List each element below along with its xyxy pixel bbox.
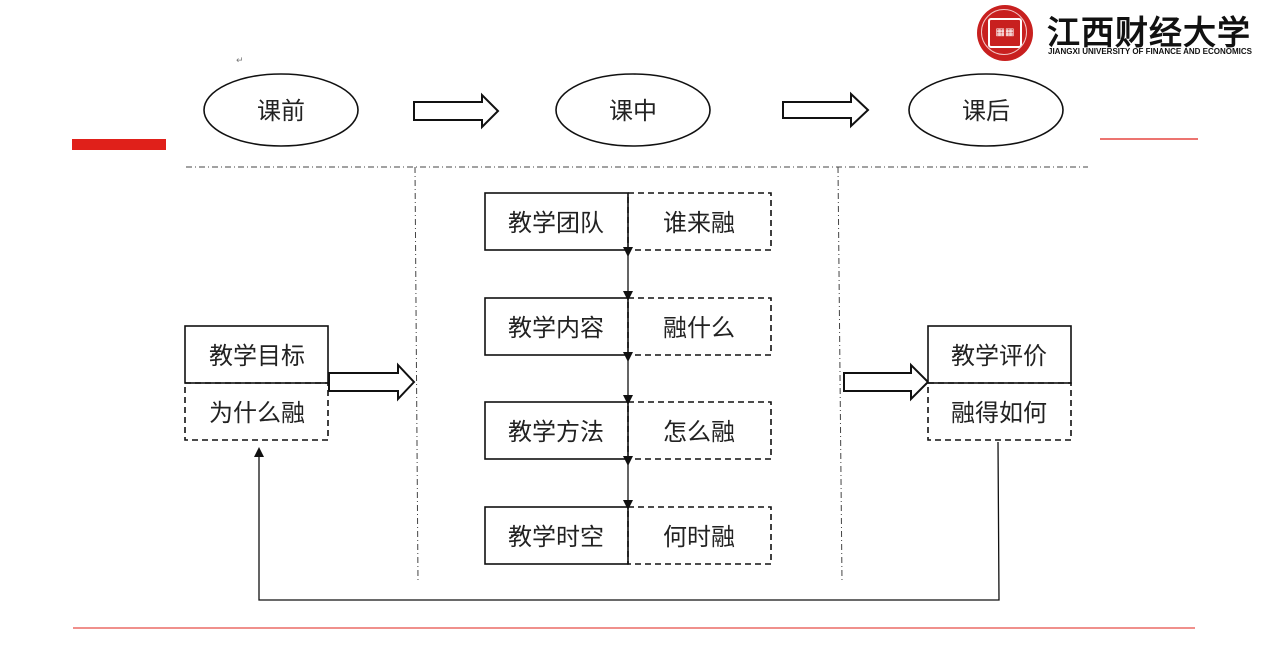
method-label: 教学方法 [508, 418, 604, 446]
university-seal-icon: ▦▦ [977, 5, 1033, 61]
university-name-cn: 江西财经大学 [1047, 13, 1251, 52]
method-question: 怎么融 [663, 418, 735, 446]
feedback-loop-line [254, 441, 1000, 601]
seal-ring [981, 9, 1027, 55]
teaching-evaluation-question: 融得如何 [951, 399, 1047, 427]
teaching-evaluation-title: 教学评价 [951, 342, 1047, 370]
arrow-middle-to-evaluation [843, 362, 930, 402]
return-mark-icon: ↵ [236, 56, 244, 66]
university-name-en: JIANGXI UNIVERSITY OF FINANCE AND ECONOM… [1048, 47, 1253, 56]
time-label: 教学时空 [508, 523, 604, 551]
time-question: 何时融 [663, 523, 735, 551]
middle-row-time: 教学时空 何时融 [484, 506, 772, 565]
arrow-during-to-after [782, 91, 870, 129]
stage-after-label: 课后 [962, 97, 1010, 125]
stage-after: 课后 [908, 73, 1064, 147]
teaching-goal-question: 为什么融 [209, 399, 305, 427]
teaching-goal-title: 教学目标 [209, 342, 305, 370]
team-question: 谁来融 [663, 209, 735, 237]
stage-before-label: 课前 [257, 97, 305, 125]
content-label: 教学内容 [508, 314, 604, 342]
teaching-goal-block: 教学目标 为什么融 [184, 325, 329, 441]
stage-during-label: 课中 [609, 97, 657, 125]
arrow-before-to-during [413, 92, 500, 130]
dashdot-frame [186, 166, 1088, 583]
red-accent-bar [72, 139, 166, 150]
arrow-goal-to-middle [328, 362, 416, 402]
middle-row-method: 教学方法 怎么融 [484, 401, 772, 460]
team-label: 教学团队 [508, 209, 604, 237]
stage-during: 课中 [555, 73, 711, 147]
middle-row-team: 教学团队 谁来融 [484, 192, 772, 251]
content-question: 融什么 [663, 314, 735, 342]
stage-before: 课前 [203, 73, 359, 147]
middle-row-content: 教学内容 融什么 [484, 297, 772, 356]
teaching-evaluation-block: 教学评价 融得如何 [927, 325, 1072, 441]
